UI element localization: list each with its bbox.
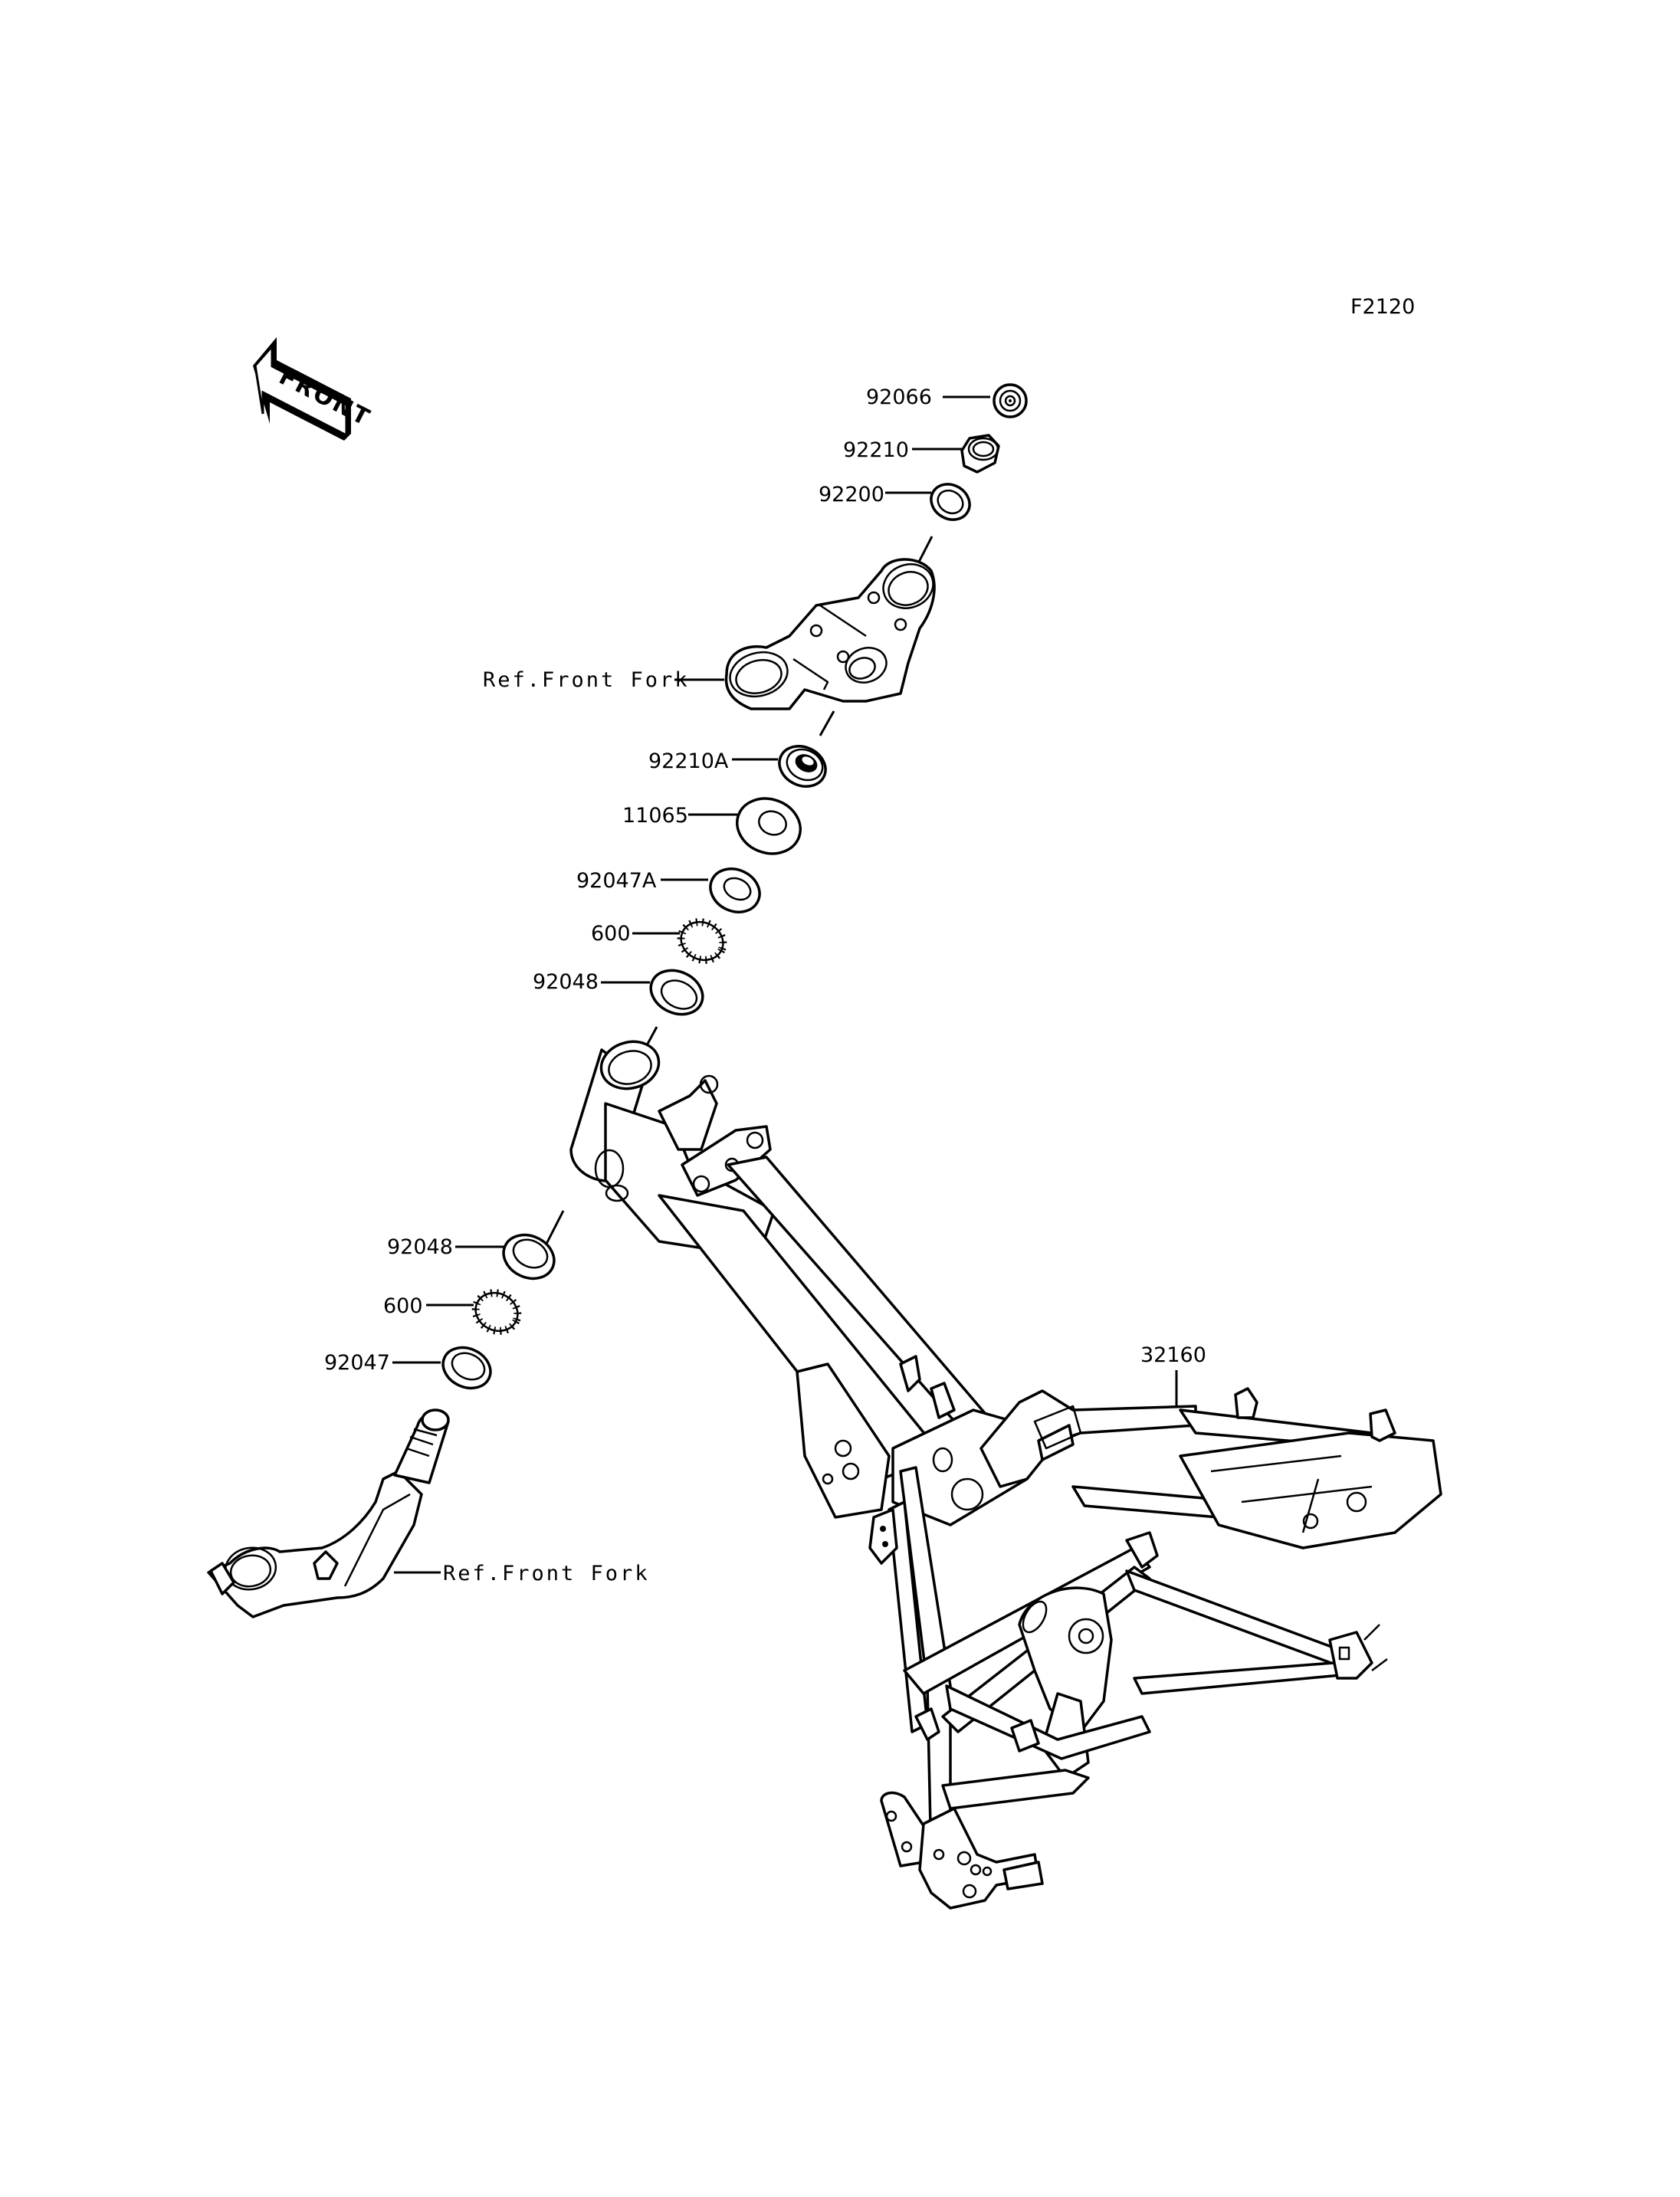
bearing-race-icon	[502, 1233, 556, 1280]
ball-bearing-ring-icon	[471, 1289, 522, 1335]
washer-icon	[930, 483, 971, 521]
callout-600-lower[interactable]: 600	[383, 1286, 524, 1337]
upper-triple-clamp-icon	[724, 558, 936, 710]
part-number-label: 92210	[843, 438, 909, 462]
bearing-race-icon	[441, 1346, 492, 1390]
callout-92210[interactable]: 92210	[843, 434, 1000, 474]
callout-600-upper[interactable]: 600	[591, 915, 730, 966]
castle-nut-icon	[993, 383, 1028, 418]
callout-92048-lower[interactable]: 92048	[387, 1227, 561, 1287]
part-number-label: 92047	[324, 1351, 390, 1375]
locknut-icon	[778, 745, 827, 788]
callout-92210A[interactable]: 92210A	[648, 739, 832, 794]
part-number-label: 11065	[622, 804, 688, 828]
part-number-label: 32160	[1140, 1343, 1206, 1367]
callout-ref-front-fork-upper[interactable]: Ref.Front Fork	[483, 557, 940, 710]
part-number-label: 92210A	[648, 749, 729, 773]
bearing-race-icon	[709, 867, 761, 913]
callout-92200[interactable]: 92200	[819, 477, 976, 526]
front-arrow-icon: FRONT	[253, 337, 376, 441]
steering-stem-icon	[207, 1408, 450, 1618]
part-number-label: 92048	[387, 1235, 453, 1259]
callout-92048-upper[interactable]: 92048	[533, 962, 710, 1023]
ref-label: Ref.Front Fork	[443, 1562, 650, 1585]
part-number-label: 600	[591, 922, 631, 946]
callout-92047[interactable]: 92047	[324, 1340, 497, 1395]
bearing-race-icon	[649, 969, 704, 1016]
part-number-label: 92066	[866, 385, 932, 409]
figure-code: F2120	[1350, 295, 1415, 319]
part-number-label: 92047A	[576, 869, 657, 893]
ref-label: Ref.Front Fork	[483, 668, 690, 692]
frame-icon	[569, 1040, 1442, 1910]
part-number-label: 92200	[819, 483, 884, 507]
part-number-label: 600	[383, 1294, 423, 1318]
callout-11065[interactable]: 11065	[622, 790, 808, 863]
callout-32160[interactable]: 32160	[569, 1035, 1442, 1910]
callout-ref-front-fork-lower[interactable]: Ref.Front Fork	[207, 1408, 650, 1618]
part-number-label: 92048	[533, 970, 599, 994]
callout-92066[interactable]: 92066	[866, 383, 1028, 418]
ball-bearing-ring-icon	[677, 918, 727, 964]
hex-nut-icon	[960, 434, 1000, 474]
dust-cap-icon	[736, 797, 802, 855]
callout-92047A[interactable]: 92047A	[576, 861, 766, 920]
